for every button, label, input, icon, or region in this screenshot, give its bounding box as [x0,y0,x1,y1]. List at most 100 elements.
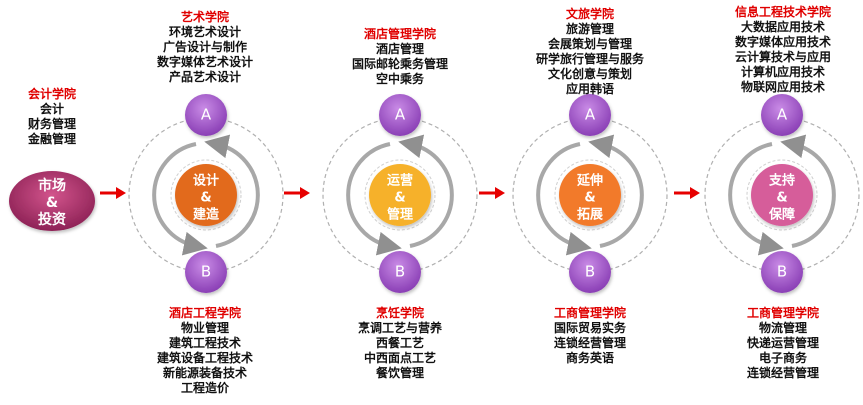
program-item: 数字媒体艺术设计 [156,55,253,69]
node-b-label: B [395,263,405,281]
program-item: 物联网应用技术 [740,80,825,94]
stage1-bottom-block: 酒店工程学院 物业管理 建筑工程技术 建筑设备工程技术 新能源装备技术 工程造价 [140,306,270,396]
program-item: 西餐工艺 [375,336,424,350]
center-label-line: & [584,191,595,206]
center-label-line: & [776,191,787,206]
stage-2: 运营 &管理 A B [322,94,478,293]
node-a [379,94,421,136]
program-item: 云计算技术与应用 [734,50,831,64]
center-label-line: & [200,191,211,206]
program-item: 研学旅行管理与服务 [535,52,644,66]
center-disc [559,164,621,226]
program-item: 大数据应用技术 [740,20,825,34]
program-item: 财务管理 [27,117,76,131]
cycle-arc-left [152,142,208,256]
node-b [761,251,803,293]
program-item: 新能源装备技术 [162,366,247,380]
node-a [569,94,611,136]
program-item: 烹调工艺与营养 [357,321,442,335]
cycle-arc-right [780,134,836,248]
program-item: 建筑设备工程技术 [156,351,253,365]
stage-4: 支持 &保障 A B [704,94,860,293]
center-label-line: 保障 [768,207,795,223]
node-b [185,251,227,293]
start-node-line: 投资 [38,211,66,228]
center-label-line: 设计 [193,173,219,189]
stage-3: 延伸 &拓展 A B [512,94,668,293]
node-a-label: A [395,106,406,124]
center-disc [751,164,813,226]
stage-1: 设计 &建造 A B [128,94,284,293]
college-name: 文旅学院 [565,7,614,21]
center-label-line: 支持 [768,173,795,189]
start-node-line: 市场 [38,177,66,194]
program-item: 国际邮轮乘务管理 [351,57,448,71]
program-item: 会计 [39,102,64,116]
start-college-block: 会计学院 会计 财务管理 金融管理 [10,87,94,147]
node-b [569,251,611,293]
program-item: 工程造价 [180,381,229,395]
program-item: 酒店管理 [375,42,424,56]
connector-arrow [100,187,126,199]
cycle-arc-right [204,134,260,248]
stage4-top-block: 信息工程技术学院 大数据应用技术 数字媒体应用技术 云计算技术与应用 计算机应用… [713,5,853,95]
stage3-bottom-block: 工商管理学院 国际贸易实务 连锁经营管理 商务英语 [525,306,655,366]
cycle-arc-right [398,134,454,248]
stage2-bottom-block: 烹饪学院 烹调工艺与营养 西餐工艺 中西面点工艺 餐饮管理 [335,306,465,381]
center-label-line: 管理 [387,207,413,223]
college-name: 信息工程技术学院 [734,5,831,19]
program-item: 建筑工程技术 [168,336,241,350]
start-node: 市场 & 投资 [9,171,95,231]
program-item: 应用韩语 [565,82,614,96]
stage1-top-block: 艺术学院 环境艺术设计 广告设计与制作 数字媒体艺术设计 产品艺术设计 [140,10,270,85]
center-label-line: 拓展 [577,207,604,223]
stage2-top-block: 酒店管理学院 酒店管理 国际邮轮乘务管理 空中乘务 [335,27,465,87]
program-item: 国际贸易实务 [553,321,626,335]
center-label-line: 建造 [193,207,220,223]
program-item: 广告设计与制作 [162,40,247,54]
start-node-line: & [46,195,58,211]
program-item: 计算机应用技术 [740,65,825,79]
node-b [379,251,421,293]
program-item: 旅游管理 [565,22,614,36]
college-name: 会计学院 [27,87,76,101]
college-name: 酒店管理学院 [363,27,436,41]
node-a [761,94,803,136]
node-a-label: A [201,106,212,124]
college-name: 工商管理学院 [746,306,819,320]
center-label-line: 延伸 [576,173,603,189]
center-label-line: 运营 [387,173,413,189]
program-item: 会展策划与管理 [547,37,632,51]
cycle-arc-left [536,142,592,256]
center-label-line: & [394,191,405,206]
connector-arrow [284,187,310,199]
program-item: 环境艺术设计 [168,25,241,39]
college-name: 烹饪学院 [375,306,424,320]
stage4-bottom-block: 工商管理学院 物流管理 快递运营管理 电子商务 连锁经营管理 [718,306,848,381]
node-a [185,94,227,136]
program-item: 物业管理 [180,321,229,335]
node-b-label: B [777,263,787,281]
cycle-arc-left [728,142,784,256]
node-a-label: A [585,106,596,124]
program-item: 连锁经营管理 [746,366,819,380]
program-item: 餐饮管理 [375,366,424,380]
node-b-label: B [201,263,211,281]
node-b-label: B [585,263,595,281]
center-disc [369,164,431,226]
program-item: 数字媒体应用技术 [734,35,831,49]
connector-arrow [674,187,700,199]
program-item: 物流管理 [758,321,807,335]
node-a-label: A [777,106,788,124]
program-item: 产品艺术设计 [168,70,241,84]
program-item: 连锁经营管理 [553,336,626,350]
college-name: 工商管理学院 [553,306,626,320]
cycle-arc-left [346,142,402,256]
program-item: 商务英语 [565,351,614,365]
program-item: 快递运营管理 [746,336,819,350]
connector-arrow [479,187,505,199]
program-item: 中西面点工艺 [363,351,436,365]
